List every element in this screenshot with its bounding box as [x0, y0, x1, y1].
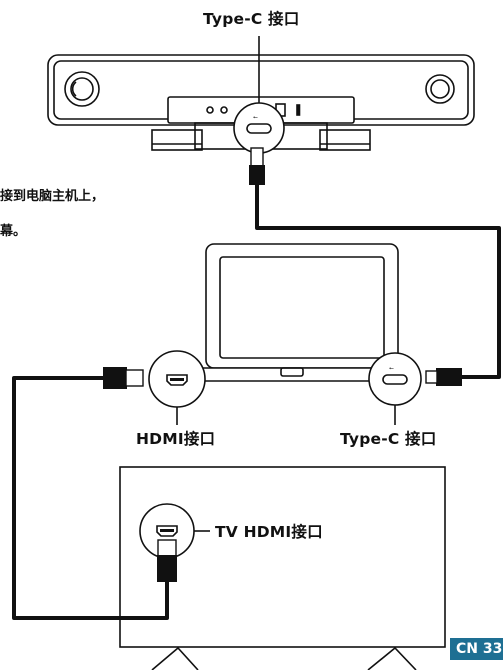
- caption-line-1: 接到电脑主机上，: [0, 189, 105, 204]
- tv-hdmi-callout: [139, 503, 210, 569]
- tv-hdmi-port-label: TV HDMI接口: [215, 523, 323, 541]
- typec-cable: [249, 147, 501, 386]
- laptop-typec-port-label: Type-C 接口: [340, 430, 437, 448]
- svg-text:⭠: ⭠: [389, 365, 394, 372]
- laptop-hdmi-port-label: HDMI接口: [136, 430, 216, 448]
- top-typec-port-label: Type-C 接口: [203, 10, 300, 28]
- laptop-typec-callout: ⭠: [368, 352, 422, 425]
- hdmi-cable: [12, 367, 177, 620]
- laptop-hdmi-callout: [148, 350, 206, 425]
- svg-text:⭠: ⭠: [253, 114, 258, 121]
- top-typec-callout: ⭠: [233, 36, 285, 154]
- caption-line-2: 幕。: [0, 224, 27, 239]
- tv: [119, 466, 446, 670]
- page-number-badge: CN 33: [450, 638, 503, 660]
